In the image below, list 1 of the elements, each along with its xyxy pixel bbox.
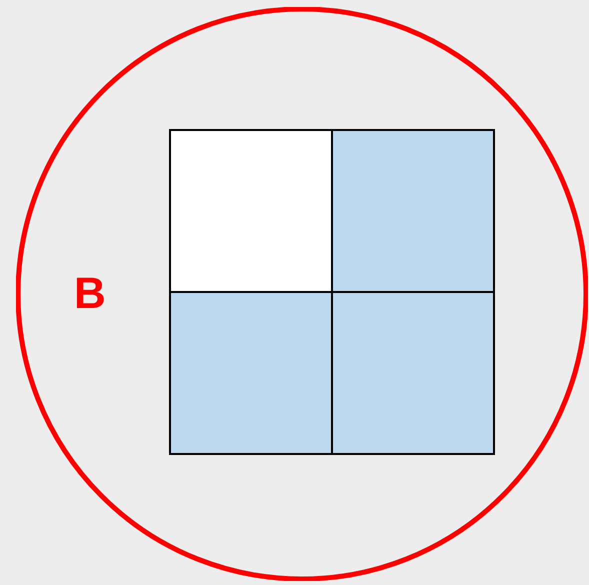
- circle-label: B: [74, 272, 106, 316]
